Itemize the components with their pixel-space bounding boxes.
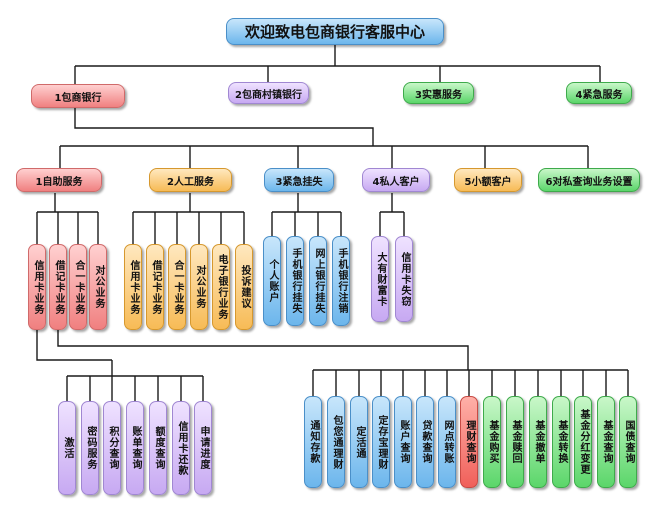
fund-item: 基金查询 — [597, 396, 615, 488]
level1-label: 3实惠服务 — [415, 89, 462, 101]
private-client-item: 信用卡失窃 — [395, 236, 413, 322]
level2-node-6: 6对私查询业务设置 — [538, 168, 640, 192]
item-label: 账户查询 — [398, 420, 409, 464]
fund-item: 基金购买 — [483, 396, 501, 488]
item-label: 信用卡失窃 — [399, 251, 410, 307]
item-label: 申请进度 — [198, 426, 209, 470]
finance-query-item: 理财查询 — [460, 396, 478, 488]
level1-label: 2包商村镇银行 — [235, 89, 302, 101]
item-label: 通知存款 — [308, 420, 319, 464]
credit-card-sub-item: 申请进度 — [194, 401, 212, 495]
level2-node-3: 3紧急挂失 — [264, 168, 334, 192]
item-label: 激活 — [62, 437, 73, 459]
credit-card-sub-item: 积分查询 — [103, 401, 121, 495]
self-service-item: 对公业务 — [89, 244, 107, 330]
credit-card-sub-item: 激活 — [58, 401, 76, 495]
item-label: 对公业务 — [93, 265, 104, 309]
loss-report-item: 个人账户 — [263, 236, 281, 326]
item-label: 定存宝理财 — [376, 414, 387, 470]
query-item: 贷款查询 — [416, 396, 434, 488]
level2-node-5: 5小额客户 — [454, 168, 522, 192]
root-label: 欢迎致电包商银行客服中心 — [244, 23, 425, 41]
item-label: 手机银行注销 — [336, 248, 347, 314]
level2-node-1: 1自助服务 — [16, 168, 102, 192]
item-label: 网点转账 — [442, 420, 453, 464]
credit-card-sub-item: 密码服务 — [81, 401, 99, 495]
item-label: 基金赎回 — [510, 420, 521, 464]
item-label: 定活通 — [354, 425, 365, 459]
item-label: 网上银行挂失 — [313, 248, 324, 314]
query-item: 网点转账 — [438, 396, 456, 488]
level2-node-2: 2人工服务 — [149, 168, 232, 192]
level1-node-2: 2包商村镇银行 — [228, 82, 309, 104]
item-label: 包您通理财 — [331, 414, 342, 470]
manual-service-item: 投诉建议 — [235, 244, 253, 330]
item-label: 基金购买 — [487, 420, 498, 464]
query-item: 定存宝理财 — [372, 396, 390, 488]
loss-report-item: 手机银行挂失 — [286, 236, 304, 326]
level2-label: 1自助服务 — [35, 176, 83, 188]
query-item: 通知存款 — [304, 396, 322, 488]
item-label: 国债查询 — [623, 420, 634, 464]
loss-report-item: 网上银行挂失 — [309, 236, 327, 326]
item-label: 投诉建议 — [239, 265, 250, 309]
self-service-item: 合一卡业务 — [69, 244, 87, 330]
credit-card-sub-item: 信用卡还款 — [172, 401, 190, 495]
item-label: 借记卡业务 — [53, 259, 64, 315]
manual-service-item: 合一卡业务 — [168, 244, 186, 330]
level1-node-3: 3实惠服务 — [403, 82, 474, 104]
item-label: 对公业务 — [194, 265, 205, 309]
item-label: 电子银行业务 — [216, 254, 227, 320]
private-client-item: 大有财富卡 — [371, 236, 389, 322]
self-service-item: 信用卡业务 — [28, 244, 46, 330]
fund-item: 基金赎回 — [506, 396, 524, 488]
query-item: 包您通理财 — [327, 396, 345, 488]
item-label: 额度查询 — [153, 426, 164, 470]
manual-service-item: 借记卡业务 — [146, 244, 164, 330]
level1-node-1: 1包商银行 — [31, 84, 125, 108]
item-label: 基金分红变更 — [578, 409, 589, 475]
fund-item: 基金分红变更 — [574, 396, 592, 488]
item-label: 个人账户 — [267, 259, 278, 303]
item-label: 积分查询 — [107, 426, 118, 470]
item-label: 信用卡还款 — [176, 420, 187, 476]
loss-report-item: 手机银行注销 — [332, 236, 350, 326]
level1-label: 1包商银行 — [54, 92, 102, 104]
item-label: 手机银行挂失 — [290, 248, 301, 314]
item-label: 基金撤单 — [533, 420, 544, 464]
item-label: 基金转换 — [556, 420, 567, 464]
root-node: 欢迎致电包商银行客服中心 — [226, 18, 444, 45]
manual-service-item: 信用卡业务 — [124, 244, 142, 330]
level2-node-4: 4私人客户 — [362, 168, 430, 192]
item-label: 密码服务 — [85, 426, 96, 470]
item-label: 贷款查询 — [420, 420, 431, 464]
credit-card-sub-item: 额度查询 — [149, 401, 167, 495]
item-label: 信用卡业务 — [32, 259, 43, 315]
query-item: 账户查询 — [394, 396, 412, 488]
level2-label: 5小额客户 — [464, 176, 512, 188]
item-label: 基金查询 — [601, 420, 612, 464]
fund-item: 国债查询 — [619, 396, 637, 488]
level2-label: 6对私查询业务设置 — [545, 176, 633, 188]
item-label: 理财查询 — [464, 420, 475, 464]
fund-item: 基金转换 — [552, 396, 570, 488]
item-label: 账单查询 — [130, 426, 141, 470]
level1-label: 4紧急服务 — [575, 89, 623, 101]
manual-service-item: 电子银行业务 — [212, 244, 230, 330]
item-label: 借记卡业务 — [150, 259, 161, 315]
item-label: 信用卡业务 — [128, 259, 139, 315]
query-item: 定活通 — [350, 396, 368, 488]
manual-service-item: 对公业务 — [190, 244, 208, 330]
level2-label: 2人工服务 — [167, 176, 214, 188]
item-label: 合一卡业务 — [172, 259, 183, 315]
self-service-item: 借记卡业务 — [49, 244, 67, 330]
level1-node-4: 4紧急服务 — [566, 82, 632, 104]
level2-label: 4私人客户 — [372, 176, 420, 188]
level2-label: 3紧急挂失 — [275, 176, 323, 188]
credit-card-sub-item: 账单查询 — [126, 401, 144, 495]
item-label: 合一卡业务 — [73, 259, 84, 315]
fund-item: 基金撤单 — [529, 396, 547, 488]
item-label: 大有财富卡 — [375, 251, 386, 307]
